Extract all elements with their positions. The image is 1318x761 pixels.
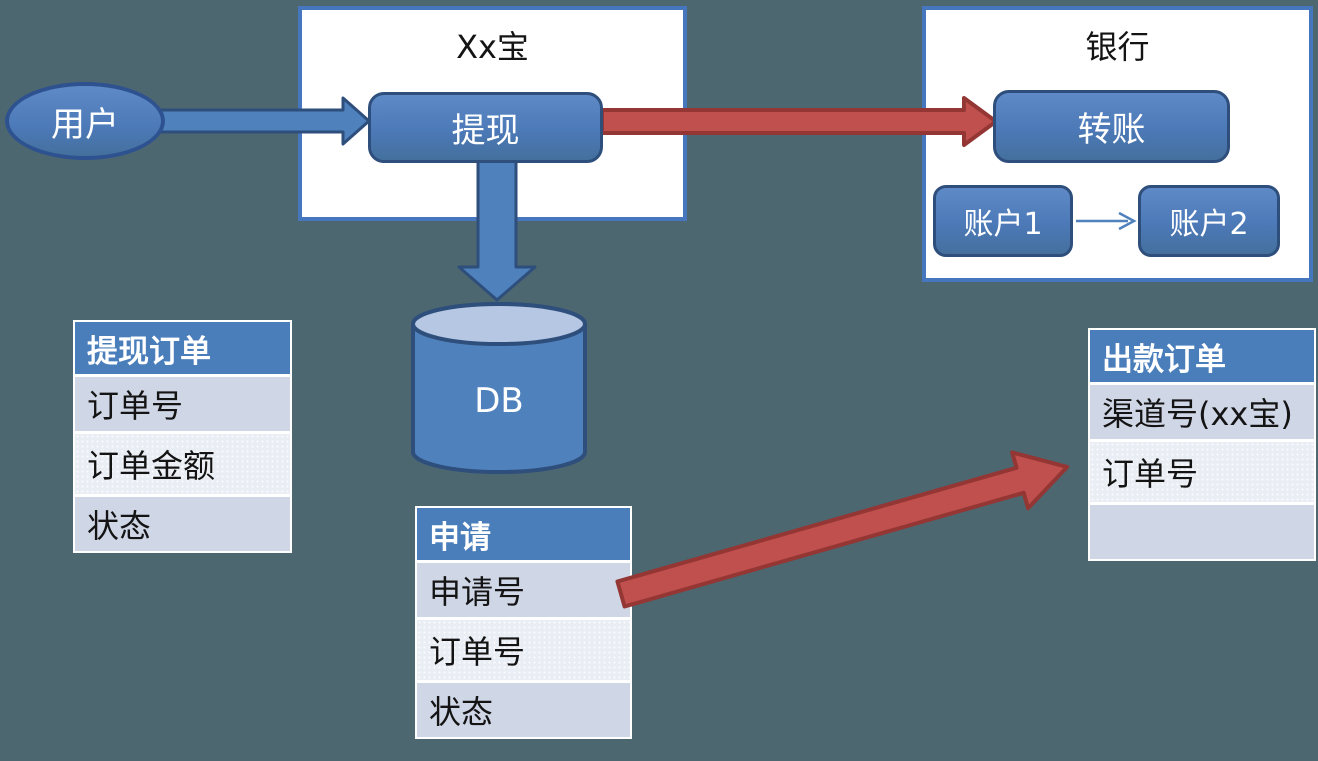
table-row: 订单号	[75, 377, 290, 431]
payout-order-table: 出款订单 渠道号(xx宝) 订单号	[1088, 328, 1316, 561]
payout-order-table-header: 出款订单	[1090, 330, 1314, 382]
table-row: 订单金额	[75, 434, 290, 494]
application-table: 申请 申请号 订单号 状态	[415, 506, 632, 739]
account1-to-account2-arrow	[1076, 211, 1137, 231]
table-row: 订单号	[1090, 442, 1314, 502]
withdraw-order-table: 提现订单 订单号 订单金额 状态	[73, 320, 292, 553]
db-cylinder-top	[411, 302, 587, 346]
withdraw-order-table-header: 提现订单	[75, 322, 290, 374]
table-row: 申请号	[417, 563, 630, 617]
user-node: 用户	[5, 82, 165, 160]
withdraw-label: 提现	[451, 111, 520, 151]
user-label: 用户	[51, 104, 119, 145]
db-label: DB	[474, 381, 524, 421]
table-row: 订单号	[417, 620, 630, 680]
account2-node: 账户2	[1138, 185, 1280, 257]
table-row: 状态	[75, 497, 290, 551]
account2-label: 账户2	[1169, 207, 1249, 242]
account1-label: 账户1	[963, 207, 1043, 242]
account1-node: 账户1	[933, 185, 1073, 257]
bank-title: 银行	[1085, 28, 1150, 66]
xxbao-title: Xx宝	[456, 28, 529, 66]
table-row: 状态	[417, 683, 630, 737]
application-table-header: 申请	[417, 508, 630, 560]
user-to-withdraw-arrow	[156, 96, 371, 146]
transfer-label: 转账	[1077, 110, 1146, 150]
transfer-node: 转账	[993, 90, 1230, 163]
withdraw-node: 提现	[368, 92, 603, 163]
withdraw-to-db-arrow	[457, 159, 537, 302]
table-row: 渠道号(xx宝)	[1090, 385, 1314, 439]
withdraw-to-transfer-arrow	[600, 96, 998, 147]
table-row	[1090, 505, 1314, 559]
application-to-payout-arrow	[615, 450, 1070, 609]
